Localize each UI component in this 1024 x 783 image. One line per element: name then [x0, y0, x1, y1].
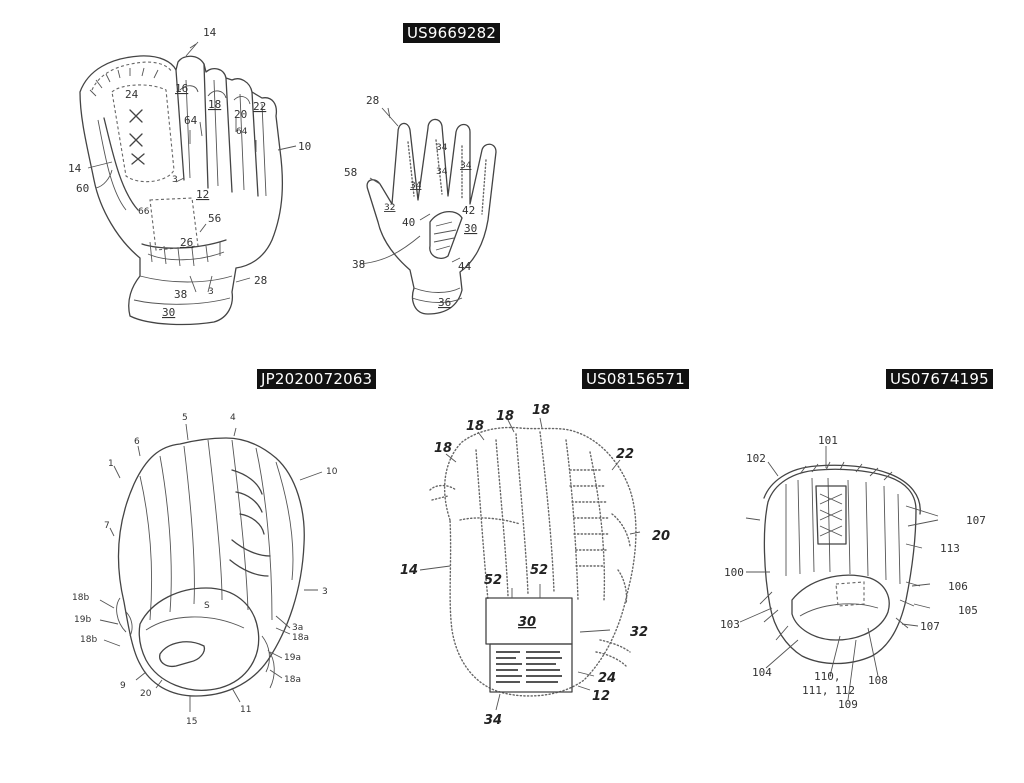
ref-numeral: 38 — [174, 288, 187, 301]
ref-numeral: 34 — [436, 167, 448, 177]
ref-numeral: 18b — [80, 635, 97, 645]
ref-numeral: 14 — [68, 162, 82, 175]
ref-numeral: 10 — [326, 467, 338, 477]
ref-numeral: 103 — [720, 618, 740, 631]
ref-numeral: 107 — [966, 514, 986, 527]
ref-numeral: 10 — [298, 140, 311, 153]
ref-numeral: 3a — [292, 623, 303, 633]
ref-numeral: 9 — [120, 681, 126, 691]
ref-numeral: 34 — [460, 161, 472, 171]
ref-numeral: 28 — [254, 274, 267, 287]
ref-numeral: 52 — [484, 573, 502, 588]
ref-numeral: 30 — [464, 222, 477, 235]
ref-numeral: 12 — [196, 188, 209, 201]
glove-drawing-us07674195: 101 102 107 113 100 106 105 103 107 104 … — [720, 434, 986, 711]
ref-numeral: 102 — [746, 452, 766, 465]
ref-numeral: 64 — [184, 114, 198, 127]
ref-numeral: 100 — [724, 566, 744, 579]
ref-numeral: 24 — [598, 671, 616, 686]
ref-numeral: 14 — [203, 26, 217, 39]
patent-number-tag: JP2020072063 — [257, 369, 377, 389]
ref-numeral: 14 — [400, 563, 418, 578]
ref-numeral: 22 — [616, 447, 634, 462]
ref-numeral: 106 — [948, 580, 968, 593]
ref-numeral: 26 — [180, 236, 193, 249]
ref-numeral: 44 — [458, 260, 472, 273]
patent-number-tag: US9669282 — [403, 23, 501, 43]
ref-numeral: 18 — [466, 419, 484, 434]
ref-numeral: 30 — [518, 615, 536, 630]
glove-drawing-us9669282-liner: 28 58 34 34 34 34 32 42 40 30 38 44 36 — [344, 94, 497, 315]
ref-numeral: 22 — [253, 100, 266, 113]
patent-number-tag: US08156571 — [582, 369, 689, 389]
ref-numeral: 40 — [402, 216, 415, 229]
ref-numeral: 19a — [284, 653, 301, 663]
ref-numeral: 32 — [384, 203, 395, 213]
ref-numeral: 1 — [108, 459, 114, 469]
ref-numeral: 3 — [172, 175, 178, 185]
ref-numeral: 18b — [72, 593, 89, 603]
ref-numeral: 110, — [814, 670, 841, 683]
ref-numeral: 20 — [652, 529, 670, 544]
ref-numeral: 34 — [410, 181, 422, 191]
ref-numeral: 18 — [434, 441, 452, 456]
ref-numeral: 12 — [592, 689, 610, 704]
ref-numeral: 16 — [175, 82, 188, 95]
ref-numeral: 18a — [284, 675, 301, 685]
ref-numeral: 18 — [208, 98, 221, 111]
patent-number-tag: US07674195 — [886, 369, 993, 389]
ref-numeral: 18a — [292, 633, 309, 643]
label-tag-fine-print — [496, 651, 562, 683]
ref-numeral: 58 — [344, 166, 357, 179]
ref-numeral: 108 — [868, 674, 888, 687]
ref-numeral: 3 — [322, 587, 328, 597]
ref-numeral: 18 — [496, 409, 514, 424]
ref-numeral: 113 — [940, 542, 960, 555]
glove-drawing-jp2020072063: 4 5 6 1 10 7 3 18b 19b 18b S 3a 18a 19a … — [72, 413, 338, 727]
ref-numeral: 18 — [532, 403, 550, 418]
ref-numeral: 28 — [366, 94, 379, 107]
ref-numeral: 64 — [236, 127, 248, 137]
ref-numeral: 52 — [530, 563, 548, 578]
ref-numeral: 34 — [484, 713, 502, 728]
ref-numeral: 30 — [162, 306, 175, 319]
ref-numeral: 66 — [138, 207, 150, 217]
ref-numeral: 111, 112 — [802, 684, 855, 697]
ref-numeral: 36 — [438, 296, 451, 309]
ref-numeral: 109 — [838, 698, 858, 711]
ref-numeral: 32 — [630, 625, 648, 640]
ref-numeral: 34 — [436, 143, 448, 153]
ref-numeral: S — [204, 601, 210, 611]
glove-drawing-us9669282-main: 14 16 18 20 22 24 64 64 10 14 60 3 12 66… — [68, 26, 311, 326]
ref-numeral: 5 — [182, 413, 188, 423]
glove-drawing-us08156571: 18 18 18 18 22 20 14 52 52 30 32 24 12 3… — [400, 403, 670, 728]
ref-numeral: 56 — [208, 212, 221, 225]
ref-numeral: 42 — [462, 204, 475, 217]
ref-numeral: 20 — [234, 108, 247, 121]
ref-numeral: 101 — [818, 434, 838, 447]
ref-numeral: 105 — [958, 604, 978, 617]
ref-numeral: 6 — [134, 437, 140, 447]
ref-numeral: 104 — [752, 666, 772, 679]
ref-numeral: 24 — [125, 88, 139, 101]
ref-numeral: 4 — [230, 413, 236, 423]
ref-numeral: 19b — [74, 615, 91, 625]
ref-numeral: 60 — [76, 182, 89, 195]
ref-numeral: 7 — [104, 521, 110, 531]
ref-numeral: 20 — [140, 689, 152, 699]
ref-numeral: 38 — [352, 258, 365, 271]
ref-numeral: 3 — [208, 287, 214, 297]
ref-numeral: 11 — [240, 705, 251, 715]
ref-numeral: 107 — [920, 620, 940, 633]
ref-numeral: 15 — [186, 717, 197, 727]
